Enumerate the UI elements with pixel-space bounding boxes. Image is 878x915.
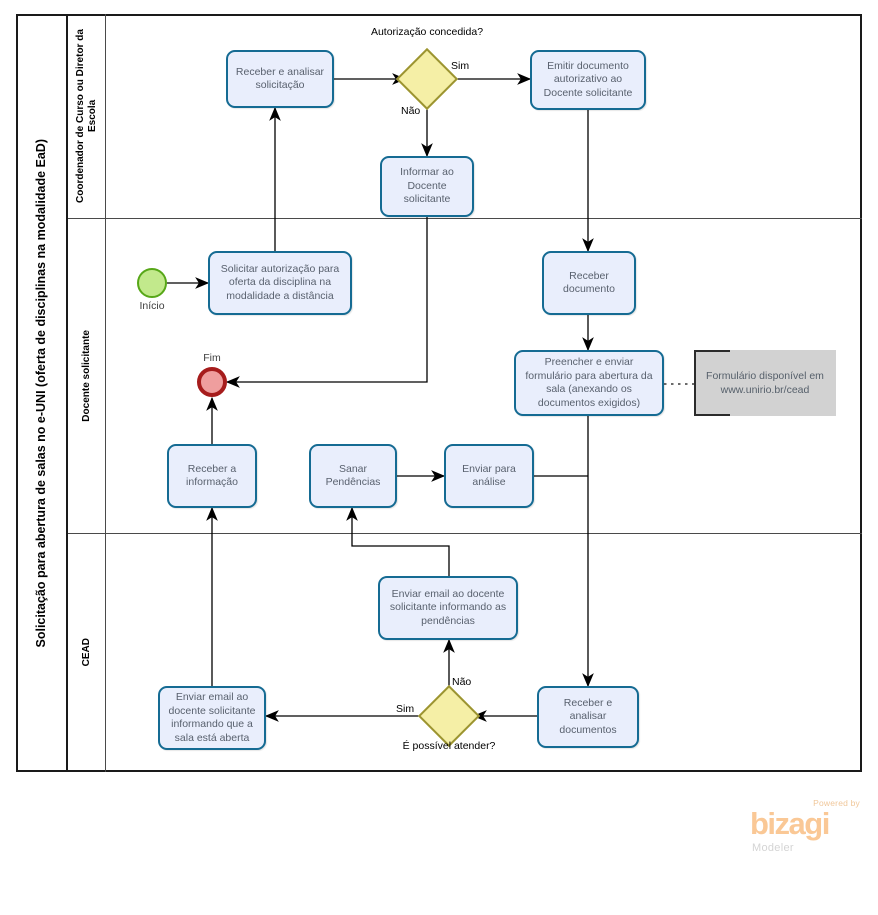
start-event[interactable] — [137, 268, 167, 298]
start-event-label: Início — [139, 300, 165, 312]
annotation-bracket-bottom — [694, 414, 730, 416]
task-receber-documento[interactable]: Receber documento — [542, 251, 636, 315]
lane-label-coordenador-text: Coordenador de Curso ou Diretor da Escol… — [74, 29, 98, 203]
task-enviar-email-sala-aberta[interactable]: Enviar email ao docente solicitante info… — [158, 686, 266, 750]
logo-powered-by-text: Powered by — [813, 798, 860, 808]
pool-title-text: Solicitação para abertura de salas no e-… — [34, 138, 48, 648]
bizagi-logo: Powered by bizagi Modeler — [744, 798, 862, 860]
task-receber-a-informacao[interactable]: Receber a informação — [167, 444, 257, 508]
pool-title: Solicitação para abertura de salas no e-… — [16, 14, 68, 772]
task-informar-docente-solicitante[interactable]: Informar ao Docente solicitante — [380, 156, 474, 217]
task-enviar-email-pendencias[interactable]: Enviar email ao docente solicitante info… — [378, 576, 518, 640]
end-event[interactable] — [197, 367, 227, 397]
logo-product-name: Modeler — [752, 842, 794, 854]
text-annotation-formulario: Formulário disponível em www.unirio.br/c… — [694, 350, 836, 416]
task-emitir-documento-autorizativo[interactable]: Emitir documento autorizativo ao Docente… — [530, 50, 646, 110]
text-annotation-formulario-text: Formulário disponível em www.unirio.br/c… — [706, 370, 824, 396]
lane-label-coordenador: Coordenador de Curso ou Diretor da Escol… — [68, 14, 106, 218]
task-sanar-pendencias[interactable]: Sanar Pendências — [309, 444, 397, 508]
lane-label-cead: CEAD — [68, 533, 106, 772]
flow-label-g2-sim: Sim — [396, 703, 415, 715]
gateway-e-possivel-atender-label: É possível atender? — [402, 740, 496, 752]
gateway-autorizacao-concedida-label: Autorização concedida? — [370, 26, 484, 38]
flow-label-g1-nao: Não — [401, 105, 421, 117]
logo-brand-name: bizagi — [750, 806, 830, 841]
task-receber-analisar-solicitacao[interactable]: Receber e analisar solicitação — [226, 50, 334, 108]
lane-label-docente-text: Docente solicitante — [80, 329, 92, 422]
task-solicitar-autorizacao[interactable]: Solicitar autorização para oferta da dis… — [208, 251, 352, 315]
lane-label-docente: Docente solicitante — [68, 218, 106, 533]
lane-label-cead-text: CEAD — [80, 638, 92, 667]
lane-divider-1 — [68, 218, 862, 219]
flow-label-g2-nao: Não — [452, 676, 472, 688]
lane-divider-2 — [68, 533, 862, 534]
end-event-label: Fim — [203, 352, 221, 364]
task-preencher-enviar-formulario[interactable]: Preencher e enviar formulário para abert… — [514, 350, 664, 416]
task-receber-analisar-documentos[interactable]: Receber e analisar documentos — [537, 686, 639, 748]
task-enviar-para-analise[interactable]: Enviar para análise — [444, 444, 534, 508]
flow-label-g1-sim: Sim — [451, 60, 470, 72]
